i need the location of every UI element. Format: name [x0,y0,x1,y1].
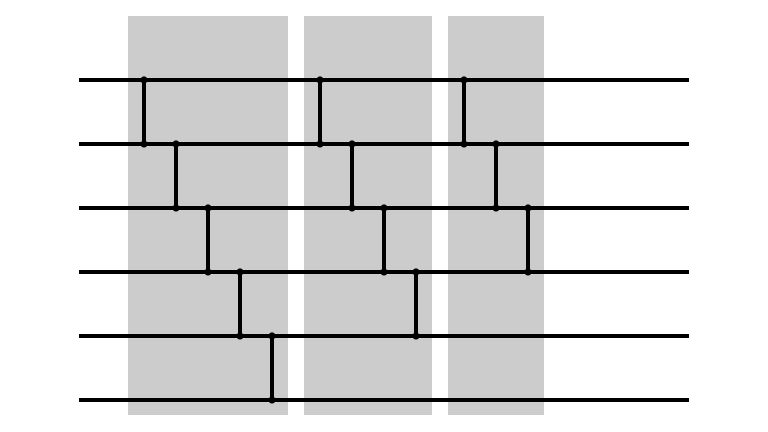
comparator-endpoint-dot [412,268,420,276]
comparator-endpoint-dot [204,204,212,212]
comparator-endpoint-dot [268,332,276,340]
comparator-stage3-1 [460,76,468,148]
comparator-endpoint-dot [172,140,180,148]
comparator-endpoint-dot [236,332,244,340]
comparator-endpoint-dot [140,140,148,148]
comparator-endpoint-dot [348,140,356,148]
comparator-endpoint-dot [204,268,212,276]
comparator-endpoint-dot [524,204,532,212]
stage-layer [128,16,544,415]
comparator-endpoint-dot [172,204,180,212]
comparator-stage1-1 [140,76,148,148]
comparator-endpoint-dot [140,76,148,84]
comparator-endpoint-dot [460,76,468,84]
comparator-endpoint-dot [492,204,500,212]
comparator-stage2-3 [380,204,388,276]
comparator-stage3-3 [524,204,532,276]
comparator-endpoint-dot [236,268,244,276]
comparator-endpoint-dot [412,332,420,340]
comparator-stage1-4 [236,268,244,340]
comparator-layer [140,76,532,404]
comparator-stage1-5 [268,332,276,404]
comparator-stage2-1 [316,76,324,148]
stage-region-2 [304,16,432,415]
comparator-endpoint-dot [268,396,276,404]
comparator-stage2-4 [412,268,420,340]
comparator-endpoint-dot [524,268,532,276]
comparator-endpoint-dot [348,204,356,212]
comparator-endpoint-dot [492,140,500,148]
comparator-stage3-2 [492,140,500,212]
comparator-endpoint-dot [316,76,324,84]
comparator-stage1-2 [172,140,180,212]
comparator-stage2-2 [348,140,356,212]
comparator-endpoint-dot [380,268,388,276]
comparator-endpoint-dot [380,204,388,212]
comparator-endpoint-dot [316,140,324,148]
comparator-stage1-3 [204,204,212,276]
comparator-endpoint-dot [460,140,468,148]
